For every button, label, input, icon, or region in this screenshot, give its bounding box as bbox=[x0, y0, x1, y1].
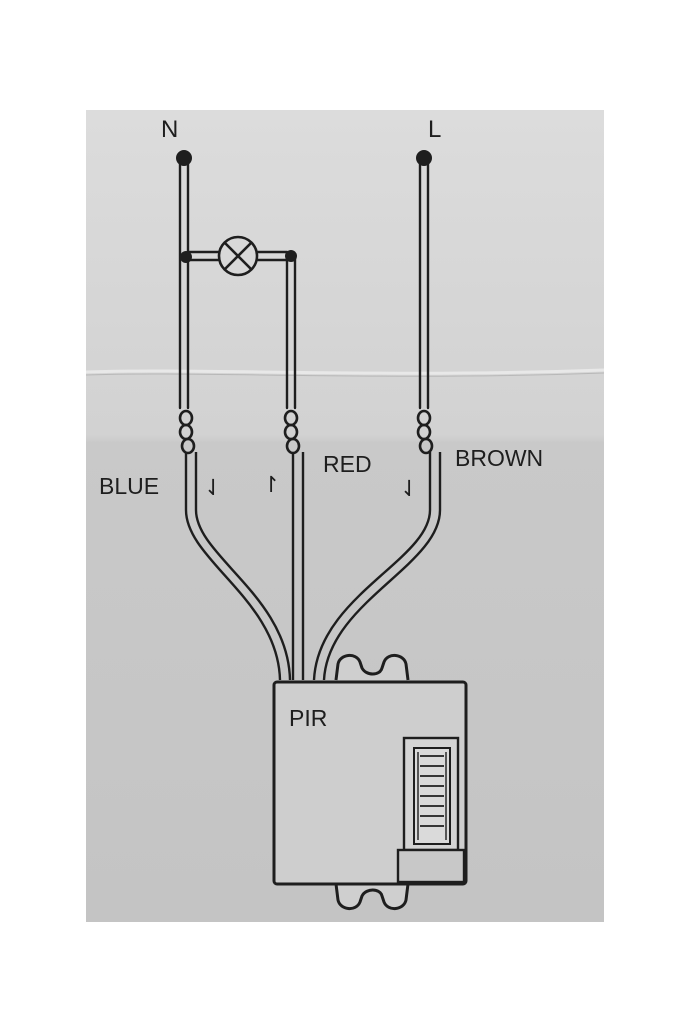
paper-fold bbox=[85, 368, 605, 375]
live-terminal-label: L bbox=[428, 116, 441, 143]
twist-connector-brown bbox=[416, 409, 434, 455]
brown-wire-label: BROWN bbox=[455, 445, 543, 471]
neutral-terminal-label: N bbox=[161, 116, 178, 143]
lamp-icon bbox=[217, 235, 259, 277]
neutral-terminal-dot bbox=[176, 150, 192, 166]
junction-dot-left bbox=[180, 251, 192, 263]
red-current-arrow: ↾ bbox=[262, 472, 280, 497]
pir-adjustment-ribs bbox=[420, 755, 444, 827]
live-wire bbox=[418, 158, 430, 410]
lamp-connection-wire bbox=[186, 250, 289, 262]
blue-wire-label: BLUE bbox=[99, 473, 159, 499]
brown-lead-wire bbox=[312, 452, 442, 681]
red-lead-wire bbox=[291, 452, 305, 680]
blue-lead-wire bbox=[184, 452, 292, 681]
pir-lens-block bbox=[396, 848, 466, 884]
pir-sensor-label: PIR bbox=[289, 705, 327, 731]
red-wire-label: RED bbox=[323, 451, 372, 477]
pir-sensor bbox=[272, 654, 468, 910]
lamp-return-wire bbox=[285, 253, 297, 410]
live-terminal-dot bbox=[416, 150, 432, 166]
blue-current-arrow: ⇃ bbox=[204, 475, 222, 500]
twist-connector-blue bbox=[178, 409, 196, 455]
junction-dot-right bbox=[285, 250, 297, 262]
neutral-wire bbox=[178, 158, 190, 410]
brown-current-arrow: ⇃ bbox=[400, 476, 418, 501]
